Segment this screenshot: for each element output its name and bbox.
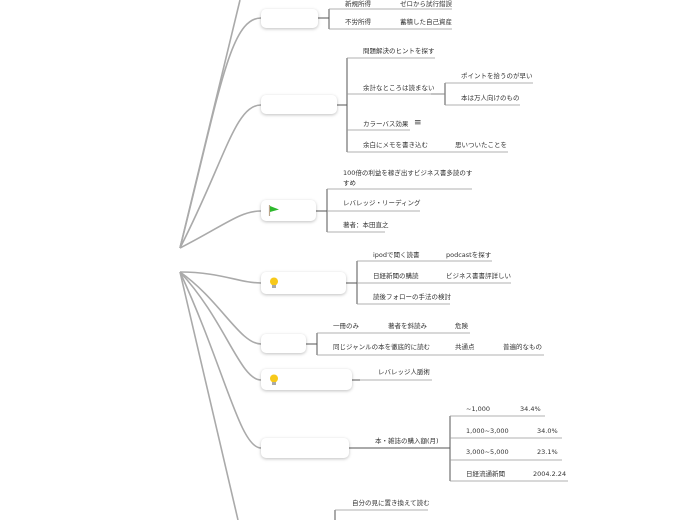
- subtopic-value[interactable]: 2004.2.24: [533, 470, 567, 478]
- subtopic[interactable]: 著者：本田直之: [343, 221, 389, 229]
- subtopic[interactable]: 新規所得: [345, 0, 371, 8]
- subtopic[interactable]: ゼロから試行錯誤: [400, 0, 452, 8]
- subtopic[interactable]: 本・雑誌の購入額(月): [375, 437, 439, 445]
- topic-node-4[interactable]: [261, 272, 346, 294]
- subtopic[interactable]: 余計なところは読まない: [363, 84, 435, 92]
- notes-icon[interactable]: ≡: [414, 118, 422, 128]
- subtopic[interactable]: 一冊のみ: [333, 322, 359, 330]
- subtopic[interactable]: レバレッジ人脈術: [378, 368, 430, 376]
- subtopic-value[interactable]: 34.0%: [537, 427, 558, 435]
- subtopic[interactable]: 普遍的なもの: [503, 343, 542, 351]
- topic-node-7[interactable]: [261, 438, 349, 458]
- subtopic[interactable]: カラーバス効果: [363, 120, 409, 128]
- subtopic[interactable]: 余白にメモを書き込む: [363, 141, 428, 149]
- subtopic[interactable]: 危険: [455, 322, 468, 330]
- subtopic[interactable]: 3,000~5,000: [466, 448, 509, 456]
- subtopic[interactable]: 日経流通新聞: [466, 470, 505, 478]
- topic-node-5[interactable]: [261, 334, 306, 353]
- flag-icon: [268, 205, 279, 216]
- subtopic[interactable]: 著者を斜読み: [388, 322, 427, 330]
- topic-node-2[interactable]: [261, 95, 337, 114]
- subtopic[interactable]: podcastを探す: [446, 251, 492, 259]
- topic-node-6[interactable]: [261, 369, 352, 390]
- subtopic[interactable]: ビジネス書書評詳しい: [446, 272, 511, 280]
- subtopic[interactable]: ~1,000: [466, 405, 491, 413]
- subtopic[interactable]: 日経新聞の購読: [373, 272, 419, 280]
- subtopic[interactable]: ポイントを拾うのが早い: [461, 72, 533, 80]
- subtopic[interactable]: 共通点: [455, 343, 475, 351]
- subtopic[interactable]: すめ: [343, 179, 356, 187]
- subtopic[interactable]: 思いついたことを: [455, 141, 507, 149]
- subtopic[interactable]: ipodで聞く読書: [373, 251, 420, 259]
- subtopic-value[interactable]: 23.1%: [537, 448, 558, 456]
- lightbulb-icon: [270, 374, 278, 385]
- topic-node-1[interactable]: [261, 9, 318, 28]
- subtopic-value[interactable]: 34.4%: [520, 405, 541, 413]
- subtopic[interactable]: 1,000~3,000: [466, 427, 509, 435]
- subtopic[interactable]: 蓄積した自己資産: [400, 18, 452, 26]
- subtopic[interactable]: 自分の見に置き換えて読む: [352, 499, 430, 507]
- subtopic[interactable]: 本は万人向けのもの: [461, 94, 520, 102]
- subtopic[interactable]: 読後フォローの手法の検討: [373, 293, 451, 301]
- topic-node-3[interactable]: [261, 200, 316, 221]
- subtopic[interactable]: 問題解決のヒントを探す: [363, 47, 435, 55]
- subtopic[interactable]: 不労所得: [345, 18, 371, 26]
- subtopic[interactable]: 100倍の利益を稼ぎ出すビジネス書多読のす: [343, 169, 473, 177]
- subtopic[interactable]: レバレッジ・リーディング: [343, 199, 421, 207]
- lightbulb-icon: [270, 277, 278, 288]
- subtopic[interactable]: 同じジャンルの本を徹底的に読む: [333, 343, 431, 351]
